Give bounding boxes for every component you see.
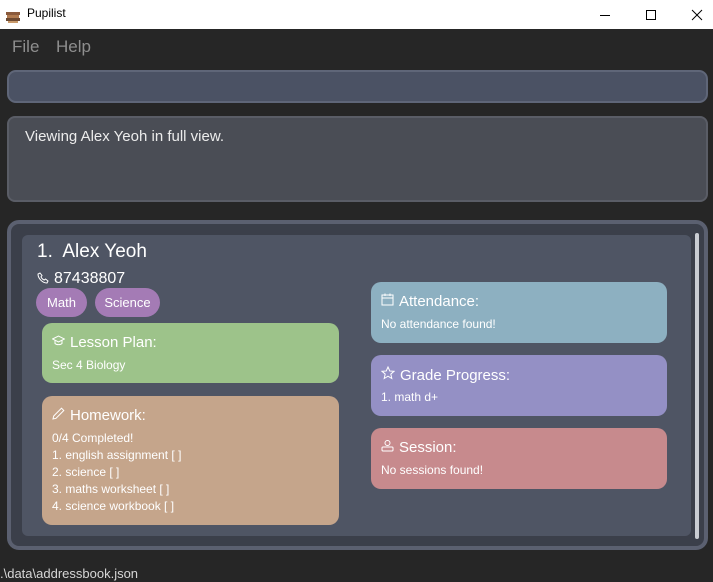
menu-help[interactable]: Help [56, 37, 91, 56]
maximize-button[interactable] [628, 0, 674, 29]
session-person-icon [381, 439, 394, 456]
homework-box: Homework: 0/4 Completed! 1. english assi… [42, 396, 339, 525]
session-title: Session: [399, 439, 457, 456]
session-content: No sessions found! [381, 463, 484, 477]
session-title-row: Session: [381, 439, 457, 456]
lesson-plan-box: Lesson Plan: Sec 4 Biology [42, 323, 339, 383]
homework-item: 3. maths worksheet [ ] [52, 482, 170, 496]
app-book-icon [6, 8, 20, 23]
attendance-box: Attendance: No attendance found! [371, 282, 667, 343]
status-bar-path: .\data\addressbook.json [0, 566, 139, 581]
pencil-icon [52, 407, 65, 424]
session-box: Session: No sessions found! [371, 428, 667, 489]
lesson-plan-title: Lesson Plan: [70, 334, 157, 351]
phone-icon [37, 269, 49, 288]
minimize-icon [599, 9, 611, 21]
tag-science: Science [95, 288, 160, 317]
lesson-plan-content: Sec 4 Biology [52, 358, 126, 372]
close-icon [691, 9, 703, 21]
homework-summary: 0/4 Completed! [52, 431, 134, 445]
list-scrollbar[interactable] [695, 233, 699, 539]
attendance-content: No attendance found! [381, 317, 496, 331]
graduation-cap-icon [51, 334, 66, 351]
grade-progress-title-row: Grade Progress: [380, 365, 511, 384]
homework-title-row: Homework: [52, 407, 146, 424]
grade-progress-title: Grade Progress: [400, 366, 511, 384]
person-name: Alex Yeoh [62, 241, 147, 262]
person-name-row: 1. Alex Yeoh [37, 241, 147, 263]
person-index: 1. [37, 241, 53, 262]
result-display: Viewing Alex Yeoh in full view. [7, 116, 708, 202]
attendance-title-row: Attendance: [381, 293, 479, 310]
phone-number: 87438807 [54, 269, 126, 287]
homework-title: Homework: [70, 407, 146, 424]
minimize-button[interactable] [582, 0, 628, 29]
lesson-plan-title-row: Lesson Plan: [51, 334, 157, 351]
homework-item: 2. science [ ] [52, 465, 120, 479]
star-icon [380, 365, 396, 384]
close-button[interactable] [674, 0, 713, 29]
result-text: Viewing Alex Yeoh in full view. [25, 128, 225, 145]
attendance-title: Attendance: [399, 293, 480, 310]
menu-bar: File Help [0, 29, 713, 62]
grade-progress-box: Grade Progress: 1. math d+ [371, 355, 667, 416]
homework-item: 4. science workbook [ ] [52, 499, 175, 513]
phone-row: 87438807 [37, 269, 125, 288]
tag-math: Math [36, 288, 87, 317]
maximize-icon [645, 9, 657, 21]
menu-file[interactable]: File [12, 37, 40, 56]
window-title: Pupilist [27, 6, 66, 20]
person-card[interactable]: 1. Alex Yeoh 87438807 Math Science [22, 235, 691, 536]
window-titlebar[interactable]: Pupilist [0, 0, 713, 29]
calendar-icon [381, 293, 394, 310]
grade-progress-content: 1. math d+ [381, 390, 439, 404]
homework-item: 1. english assignment [ ] [52, 448, 182, 462]
person-list-panel: 1. Alex Yeoh 87438807 Math Science [7, 220, 708, 550]
command-input[interactable] [7, 70, 708, 103]
